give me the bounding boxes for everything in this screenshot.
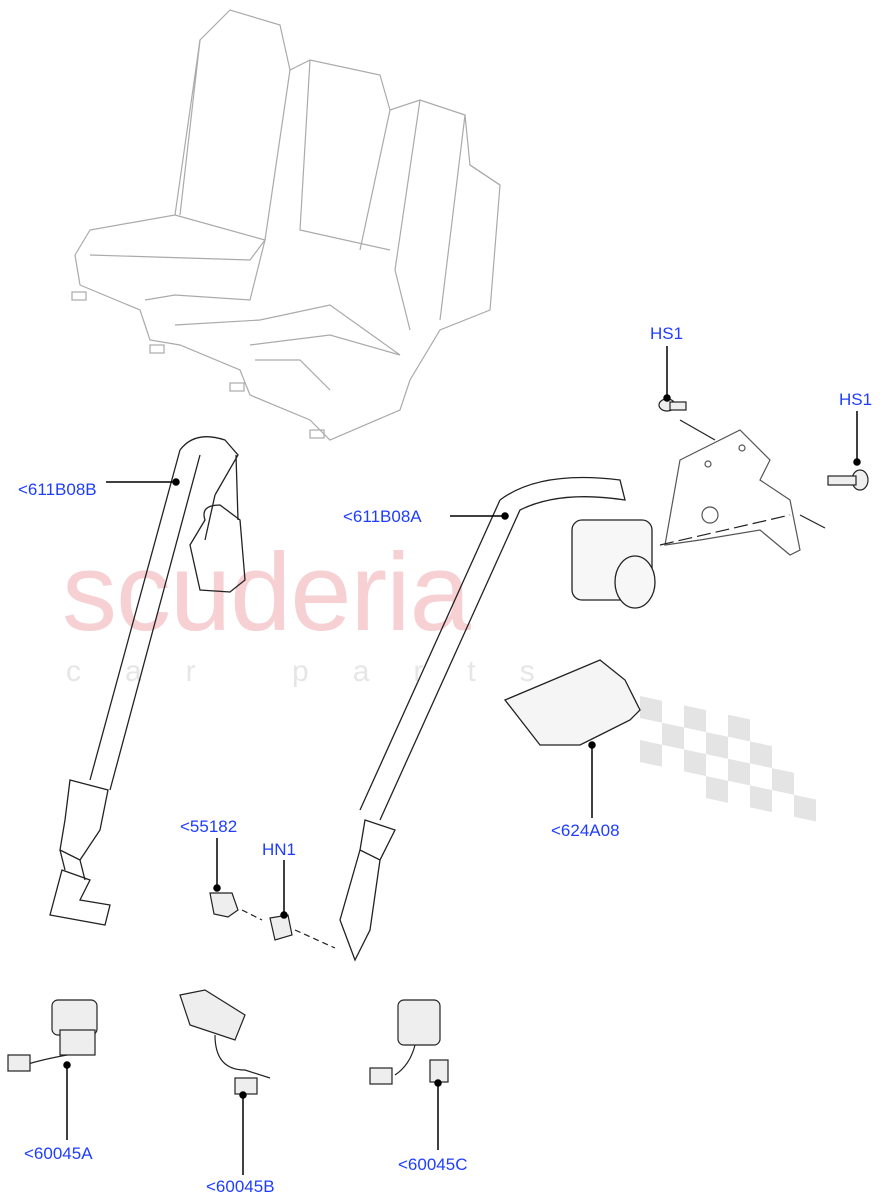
bolt-hs1-b [827, 469, 869, 491]
callout-611b08b[interactable]: <611B08B [18, 480, 97, 499]
callout-60045c[interactable]: <60045C [398, 1155, 468, 1174]
bolt-hs1-a [658, 398, 687, 412]
callout-hs1-side-bolt[interactable]: HS1 [839, 390, 873, 409]
retractor-assembly [571, 519, 656, 609]
callout-60045a[interactable]: <60045A [24, 1144, 93, 1163]
callout-55182[interactable]: <55182 [180, 817, 238, 836]
clip-hn1 [241, 909, 336, 949]
trim-cover [503, 659, 641, 746]
callout-60045b[interactable]: <60045B [206, 1177, 275, 1196]
buckle-60045a [7, 999, 98, 1072]
rear-seat-illustration [71, 9, 501, 441]
leader-lines [63, 346, 861, 1175]
callout-hs1-bracket-bolt[interactable]: HS1 [650, 324, 684, 343]
callout-hn1[interactable]: HN1 [262, 840, 297, 859]
buckle-60045b [179, 989, 271, 1095]
checkered-flag-watermark [640, 696, 816, 822]
left-seat-belt [49, 436, 246, 926]
mounting-bracket [659, 419, 826, 556]
right-seat-belt [339, 476, 626, 962]
buckle-60045c [369, 999, 449, 1085]
callout-611b08a[interactable]: <611B08A [343, 507, 422, 526]
watermark-brand: scuderia [62, 531, 471, 654]
nut-55182 [209, 892, 239, 918]
callout-624a08[interactable]: <624A08 [551, 821, 620, 840]
